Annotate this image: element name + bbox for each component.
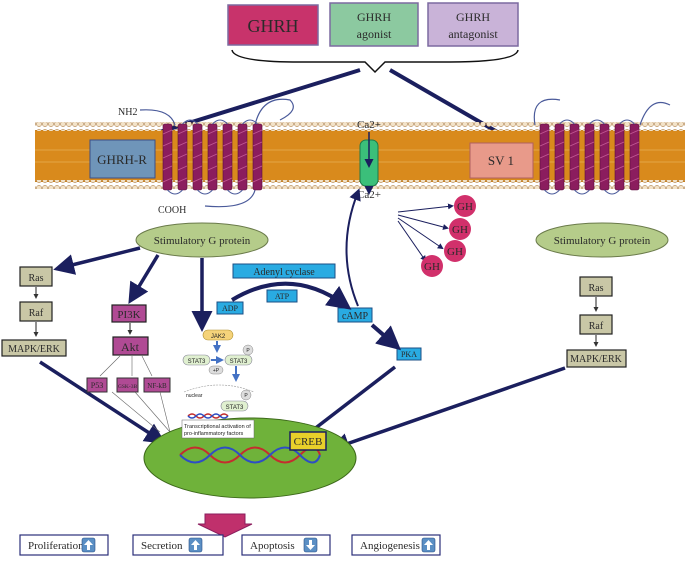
ghrh-box: GHRH [227, 4, 319, 46]
outcome-label: Proliferation [28, 540, 84, 552]
svg-text:CREB: CREB [294, 436, 323, 448]
creb-box: CREB [289, 431, 327, 451]
svg-text:pro-inflammatory factors: pro-inflammatory factors [184, 431, 244, 437]
svg-text:GH: GH [447, 246, 463, 258]
svg-text:PKA: PKA [401, 350, 417, 359]
svg-text:STAT3: STAT3 [188, 359, 206, 365]
svg-text:Raf: Raf [589, 321, 604, 332]
arrow-up-icon [81, 537, 96, 553]
svg-text:P53: P53 [91, 381, 103, 390]
svg-text:GHRH: GHRH [456, 10, 490, 24]
svg-text:nuclear: nuclear [186, 393, 203, 399]
ghrh-r-box: GHRH-R [89, 139, 156, 179]
svg-text:Ras: Ras [29, 273, 44, 284]
svg-text:MAPK/ERK: MAPK/ERK [570, 354, 622, 365]
svg-text:GSK-3B: GSK-3B [118, 384, 138, 390]
ca-label-top: Ca2+ [357, 119, 381, 131]
svg-text:PI3K: PI3K [117, 309, 140, 321]
ghrh-antagonist-box: GHRH antagonist [427, 2, 519, 47]
svg-text:Raf: Raf [29, 308, 44, 319]
svg-text:P: P [246, 348, 250, 354]
ca-label-bottom: Ca2+ [357, 189, 381, 201]
svg-text:Stimulatory G protein: Stimulatory G protein [554, 235, 651, 247]
svg-text:Akt: Akt [121, 340, 140, 354]
svg-text:GHRH: GHRH [357, 10, 391, 24]
svg-text:GH: GH [452, 224, 468, 236]
arrow-up-icon [188, 537, 203, 553]
svg-text:GHRH-R: GHRH-R [97, 152, 147, 167]
svg-text:NF-kB: NF-kB [147, 382, 167, 390]
svg-text:Stimulatory G protein: Stimulatory G protein [154, 235, 251, 247]
sv1-box: SV 1 [469, 142, 534, 179]
camp-pathway: Adenyl cyclase ATP ADP cAMP PKA [216, 188, 422, 361]
left-g-protein: Stimulatory G protein [135, 222, 269, 258]
svg-text:+P: +P [213, 368, 220, 374]
nh2-label: NH2 [118, 107, 137, 118]
svg-text:SV 1: SV 1 [488, 153, 514, 168]
arrow-up-icon [421, 537, 436, 553]
outcome-label: Angiogenesis [360, 540, 420, 552]
svg-text:Adenyl cyclase: Adenyl cyclase [253, 267, 315, 278]
svg-text:Transcriptional activation of: Transcriptional activation of [184, 424, 251, 430]
outcome-label: Apoptosis [250, 540, 295, 552]
pi3k-akt-pathway: PI3K Akt P53 GSK-3B NF-kB [86, 304, 171, 433]
svg-text:STAT3: STAT3 [226, 405, 244, 411]
ghrh-agonist-box: GHRH agonist [329, 2, 419, 47]
svg-text:GH: GH [424, 261, 440, 273]
outcome-label: Secretion [141, 540, 183, 552]
svg-text:JAK2: JAK2 [211, 334, 226, 340]
outcome-box-apoptosis: Apoptosis [241, 534, 331, 556]
cooh-label: COOH [158, 205, 186, 216]
left-mapk-cascade: Ras Raf MAPK/ERK [1, 266, 67, 357]
svg-text:ADP: ADP [222, 304, 239, 313]
svg-text:cAMP: cAMP [342, 311, 369, 322]
gh-molecules: GH GH GH GH [421, 195, 476, 277]
arrow-down-icon [303, 537, 318, 553]
sv1-receptor [539, 119, 640, 195]
svg-text:GHRH: GHRH [247, 16, 298, 36]
brace [231, 49, 519, 74]
right-g-protein: Stimulatory G protein [535, 222, 669, 258]
outcome-box-proliferation: Proliferation [19, 534, 109, 556]
svg-text:STAT3: STAT3 [230, 359, 248, 365]
svg-text:ATP: ATP [275, 292, 290, 301]
svg-text:Ras: Ras [589, 283, 604, 294]
outcome-box-secretion: Secretion [132, 534, 224, 556]
svg-text:MAPK/ERK: MAPK/ERK [8, 344, 60, 355]
svg-text:GH: GH [457, 201, 473, 213]
outcome-box-angiogenesis: Angiogenesis [351, 534, 441, 556]
ghrh-r-receptor [162, 119, 263, 195]
jak-stat-panel: JAK2 STAT3 STAT3 P +P nuclear P STAT3 Tr… [181, 329, 255, 439]
svg-text:P: P [244, 393, 248, 399]
svg-text:agonist: agonist [357, 27, 392, 41]
right-mapk-cascade: Ras Raf MAPK/ERK [566, 276, 627, 368]
svg-text:antagonist: antagonist [448, 27, 498, 41]
outcome-arrow [197, 513, 253, 538]
